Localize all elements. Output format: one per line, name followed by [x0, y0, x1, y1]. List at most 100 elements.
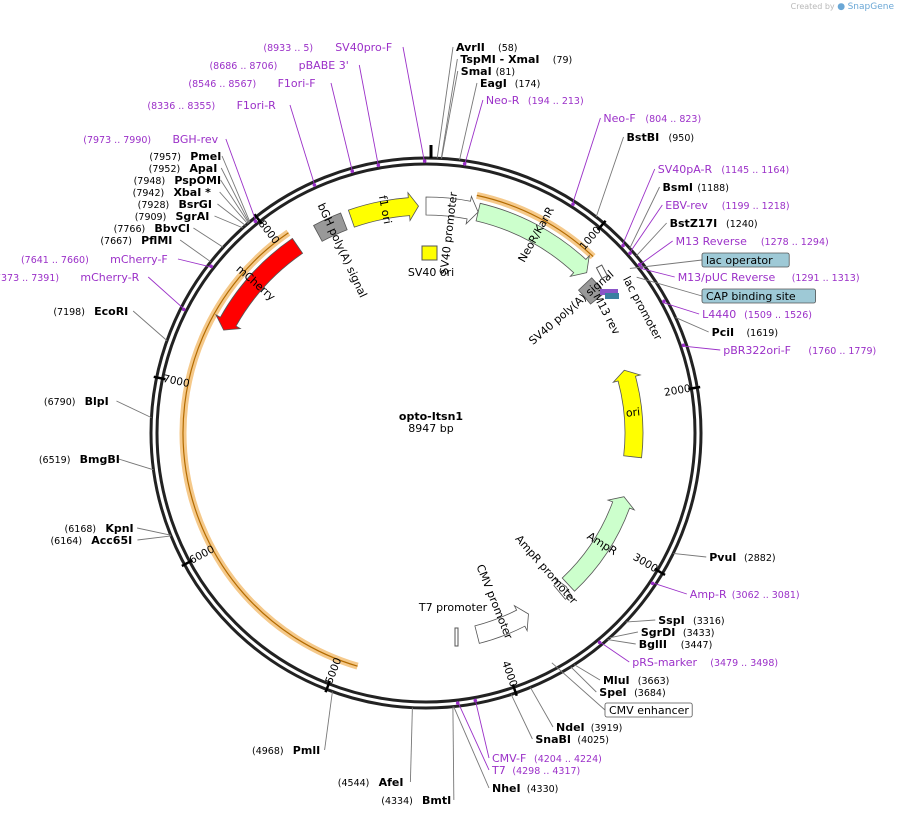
m13-puc-reverse-name: M13/pUC Reverse [678, 271, 776, 284]
sgrai-pos: (7909) [135, 212, 167, 223]
primer-bgh-rev: BGH-rev (7973 .. 7990) [83, 133, 218, 146]
enzyme-blpi: BlpI(6790) [44, 395, 109, 408]
ecori-leader [132, 310, 168, 341]
avrii-name: AvrII [456, 41, 485, 54]
enzyme-eagi: EagI(174) [480, 77, 540, 90]
sspi-name: SspI [658, 614, 684, 627]
bbvci-name: BbvCI [154, 222, 190, 235]
kpni-leader [137, 527, 171, 536]
pvui-leader [673, 552, 707, 558]
l4440-leader [662, 301, 700, 315]
enzyme-bstz17i: BstZ17I(1240) [670, 217, 758, 230]
enzyme-ndei: NdeI(3919) [556, 721, 622, 734]
f1ori-r-leader [289, 104, 316, 187]
smai-pos: (81) [496, 67, 516, 78]
orf-layer [179, 191, 596, 670]
kpni-name: KpnI [105, 522, 133, 535]
pbabe-3-name: pBABE 3' [299, 59, 349, 72]
spei-name: SpeI [599, 686, 626, 699]
tick-6000 [181, 559, 194, 568]
neo-f-site [571, 202, 575, 206]
tick-label-2000: 2000 [663, 383, 691, 399]
eagi-pos: (174) [515, 79, 541, 90]
enzyme-pvui: PvuI(2882) [709, 551, 775, 564]
f1-ori-arrow [347, 191, 419, 228]
ori-label: ori [625, 405, 640, 419]
acc65i-name: Acc65I [91, 534, 132, 547]
bsrgi-pos: (7928) [138, 200, 170, 211]
f1-ori-label: f1 ori [376, 194, 394, 225]
m13-reverse-name: M13 Reverse [676, 235, 747, 248]
label-layer: AvrII(58)TspMI - XmaI(79)SmaI(81)EagI(17… [0, 41, 876, 807]
xbai-leader [219, 191, 248, 224]
enzyme-bstbi: BstBI(950) [627, 131, 695, 144]
acc65i-leader [137, 535, 172, 541]
bstz17i-name: BstZ17I [670, 217, 718, 230]
xbai-pos: (7942) [133, 188, 165, 199]
tick-5000 [324, 680, 332, 693]
enzyme-nhei: NheI(4330) [492, 782, 558, 795]
cmv-enhancer-box [604, 702, 693, 718]
orf-2-line [476, 194, 594, 258]
tick-7000 [153, 375, 166, 381]
amp-r-name: Amp-R [690, 588, 727, 601]
primer-t7: T7(4298 .. 4317) [491, 764, 580, 777]
enzyme-bglii: BglII(3447) [639, 638, 713, 651]
t7-promoter-box [454, 627, 459, 647]
cmv-f-site [473, 698, 478, 703]
amp-r-site [650, 581, 655, 586]
t7-leader [457, 700, 490, 771]
primer-pbabe-3: pBABE 3'(8686 .. 8706) [209, 59, 348, 72]
primer-pbr322ori-f: pBR322ori-F(1760 .. 1779) [723, 344, 876, 357]
bmti-name: BmtI [422, 794, 451, 807]
f1ori-r-pos: (8336 .. 8355) [147, 101, 215, 112]
sv40pa-r-site [621, 243, 625, 248]
tick-label-7000: 7000 [162, 373, 191, 390]
prs-marker-pos: (3479 .. 3498) [710, 658, 778, 669]
mCherry-arrow [215, 237, 304, 331]
tick-3000 [654, 567, 666, 577]
t7-pos: (4298 .. 4317) [512, 766, 580, 777]
lac-operator-leader [629, 259, 703, 269]
ebv-rev-name: EBV-rev [665, 199, 708, 212]
pbr322ori-f-site [681, 343, 686, 348]
bgh-rev-pos: (7973 .. 7990) [83, 135, 151, 146]
ndei-leader [530, 687, 554, 728]
bglii-name: BglII [639, 638, 667, 651]
prs-marker-name: pRS-marker [632, 656, 697, 669]
enzyme-bsrgi: BsrGI (7928) [138, 198, 212, 211]
pbabe-3-site [376, 163, 381, 168]
enzyme-kpni: KpnI(6168) [65, 522, 134, 535]
l4440-name: L4440 [702, 308, 736, 321]
primer-neo-r: Neo-R(194 .. 213) [486, 94, 584, 107]
neo-r-site [462, 161, 467, 166]
enzyme-mlui: MluI(3663) [603, 674, 669, 687]
sv40pa-r-name: SV40pA-R [658, 163, 713, 176]
bgh-rev-leader [225, 138, 257, 223]
sv40pro-f-name: SV40pro-F [335, 41, 392, 54]
m13-reverse-leader [637, 240, 673, 267]
bmgbi-leader [118, 458, 154, 471]
cmv-enhancer-label: CMV enhancer [609, 704, 689, 717]
primer-neo-f: Neo-F(804 .. 823) [603, 112, 701, 125]
enzyme-tspmi-xmai: TspMI - XmaI(79) [460, 53, 572, 66]
sv40pa-r-pos: (1145 .. 1164) [721, 165, 789, 176]
tick-label-4000: 4000 [499, 659, 519, 688]
sv40-ori-box [421, 245, 438, 261]
primer-f1ori-f: F1ori-F(8546 .. 8567) [188, 77, 315, 90]
neo-r-pos: (194 .. 213) [528, 96, 584, 107]
bgh-rev-name: BGH-rev [172, 133, 218, 146]
bsrgi-name: BsrGI [178, 198, 211, 211]
enzyme-spei: SpeI(3684) [599, 686, 665, 699]
enzyme-afei: AfeI(4544) [338, 776, 404, 789]
enzyme-pmli: PmlI(4968) [252, 744, 320, 757]
bstbi-leader [595, 136, 624, 218]
ndei-name: NdeI [556, 721, 585, 734]
ori-arrow [612, 369, 644, 459]
l4440-site [662, 299, 666, 304]
enzyme-snabi: SnaBI(4025) [535, 733, 609, 746]
primer-sv40pro-f: SV40pro-F(8933 .. 5) [263, 41, 392, 54]
apai-leader [220, 167, 250, 223]
f1ori-r-name: F1ori-R [237, 99, 277, 112]
